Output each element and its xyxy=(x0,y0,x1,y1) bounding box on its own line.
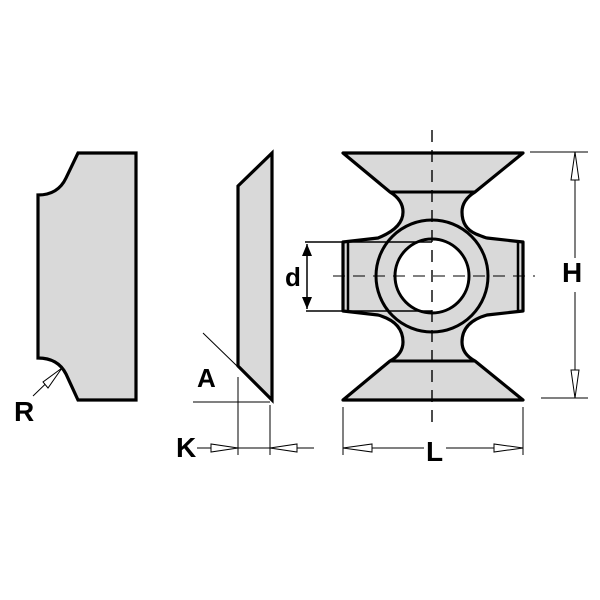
profile-view xyxy=(32,151,138,402)
angle-label: A xyxy=(197,363,216,393)
edge-body xyxy=(236,149,274,404)
h-arrow-bottom xyxy=(570,369,580,399)
height-label: H xyxy=(562,257,583,288)
profile-body xyxy=(36,151,138,402)
l-arrow-left xyxy=(342,443,373,453)
radius-leader-arrow xyxy=(32,367,63,397)
hole-diameter-label: d xyxy=(285,262,301,292)
angle-line xyxy=(202,332,238,367)
k-arrow-right xyxy=(269,443,298,453)
front-view xyxy=(302,130,588,455)
d-arrow-bottom xyxy=(302,297,312,309)
length-label: L xyxy=(426,436,444,467)
edge-view xyxy=(193,149,314,455)
thickness-label: K xyxy=(176,432,197,463)
radius-label: R xyxy=(14,396,35,427)
h-arrow-top xyxy=(570,151,580,181)
k-arrow-left xyxy=(210,443,239,453)
l-arrow-right xyxy=(493,443,524,453)
d-arrow-top xyxy=(302,244,312,256)
